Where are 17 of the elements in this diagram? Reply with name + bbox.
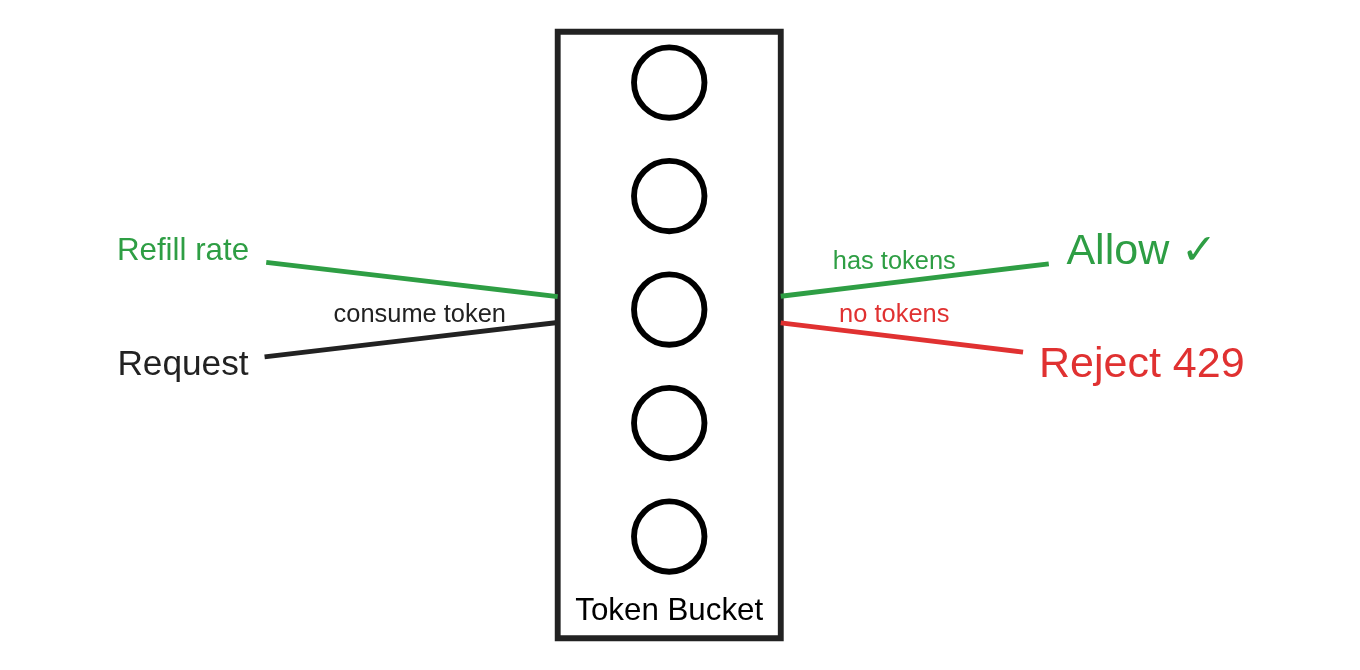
node-circle (631, 498, 708, 575)
node-text: Request (117, 342, 249, 382)
node-circle (631, 44, 708, 121)
connector (780, 261, 1050, 299)
node-circle (631, 271, 708, 348)
node-text: Allow ✓ (1066, 224, 1218, 273)
edge-label: consume token (333, 299, 506, 328)
connector (264, 320, 558, 360)
connector (780, 320, 1024, 355)
node-circle (631, 384, 708, 462)
node-circle (631, 157, 708, 235)
cluster: Token Bucket (554, 28, 784, 642)
node-text: Reject 429 (1038, 338, 1245, 387)
connector (265, 259, 558, 300)
edge-label: has tokens (832, 246, 956, 275)
edge-label: no tokens (839, 299, 950, 328)
node-text: Refill rate (116, 232, 250, 268)
